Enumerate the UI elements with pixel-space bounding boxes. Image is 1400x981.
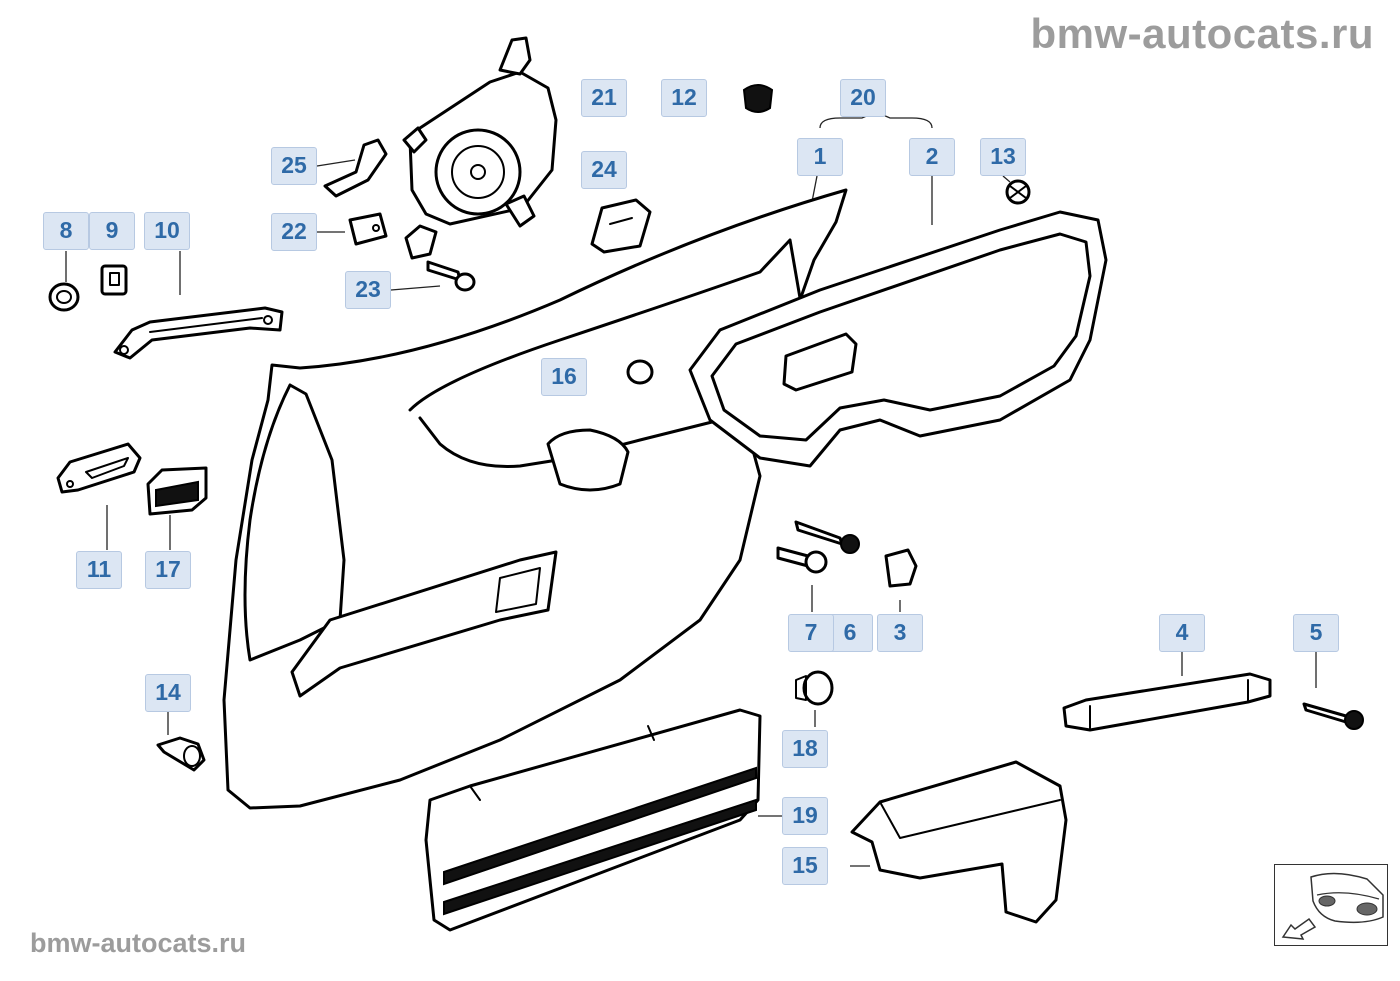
callout-7[interactable]: 7 [788, 614, 834, 652]
callout-8[interactable]: 8 [43, 212, 89, 250]
part-23-screw [426, 260, 476, 292]
callout-2[interactable]: 2 [909, 138, 955, 176]
part-14-pin [156, 736, 206, 772]
callout-10[interactable]: 10 [144, 212, 190, 250]
callout-25[interactable]: 25 [271, 147, 317, 185]
part-4-grip [1062, 672, 1272, 732]
part-8-cap [48, 282, 80, 312]
part-10-bracket [113, 306, 284, 360]
part-5-screw [1302, 702, 1364, 730]
car-front-arrow-icon [1281, 872, 1384, 940]
part-21-speaker [402, 36, 558, 260]
callout-19[interactable]: 19 [782, 797, 828, 835]
callout-15[interactable]: 15 [782, 847, 828, 885]
callout-3[interactable]: 3 [877, 614, 923, 652]
callout-12[interactable]: 12 [661, 79, 707, 117]
callout-24[interactable]: 24 [581, 151, 627, 189]
part-11-handle-bezel [56, 442, 142, 494]
part-22-clip [348, 212, 388, 246]
callout-16[interactable]: 16 [541, 358, 587, 396]
callout-18[interactable]: 18 [782, 730, 828, 768]
part-1-2-armrest-trim [688, 210, 1108, 468]
watermark-top: bmw-autocats.ru [1030, 10, 1374, 57]
callout-1[interactable]: 1 [797, 138, 843, 176]
part-19-door-pocket [424, 708, 762, 932]
part-18-clip [795, 670, 834, 706]
part-9-clip [100, 264, 128, 296]
callout-17[interactable]: 17 [145, 551, 191, 589]
callout-5[interactable]: 5 [1293, 614, 1339, 652]
part-12-grommet [742, 84, 774, 113]
nav-thumbnail[interactable] [1274, 864, 1388, 946]
callout-20[interactable]: 20 [840, 79, 886, 117]
part-24-cover [590, 198, 652, 254]
callout-14[interactable]: 14 [145, 674, 191, 712]
part-3-cap [884, 548, 918, 588]
door-panel [222, 188, 848, 810]
watermark-bottom: bmw-autocats.ru [30, 928, 247, 958]
callout-23[interactable]: 23 [345, 271, 391, 309]
part-16-grommet [626, 359, 654, 385]
callout-13[interactable]: 13 [980, 138, 1026, 176]
part-6-7-screws [776, 520, 860, 574]
callout-9[interactable]: 9 [89, 212, 135, 250]
leader-lines [65, 111, 1317, 867]
callout-21[interactable]: 21 [581, 79, 627, 117]
callout-4[interactable]: 4 [1159, 614, 1205, 652]
callout-11[interactable]: 11 [76, 551, 122, 589]
part-15-armrest [850, 760, 1068, 924]
callout-22[interactable]: 22 [271, 213, 317, 251]
part-17-switch-bezel [146, 466, 208, 516]
part-25-tab [323, 138, 388, 198]
part-13-clip [1005, 179, 1031, 205]
